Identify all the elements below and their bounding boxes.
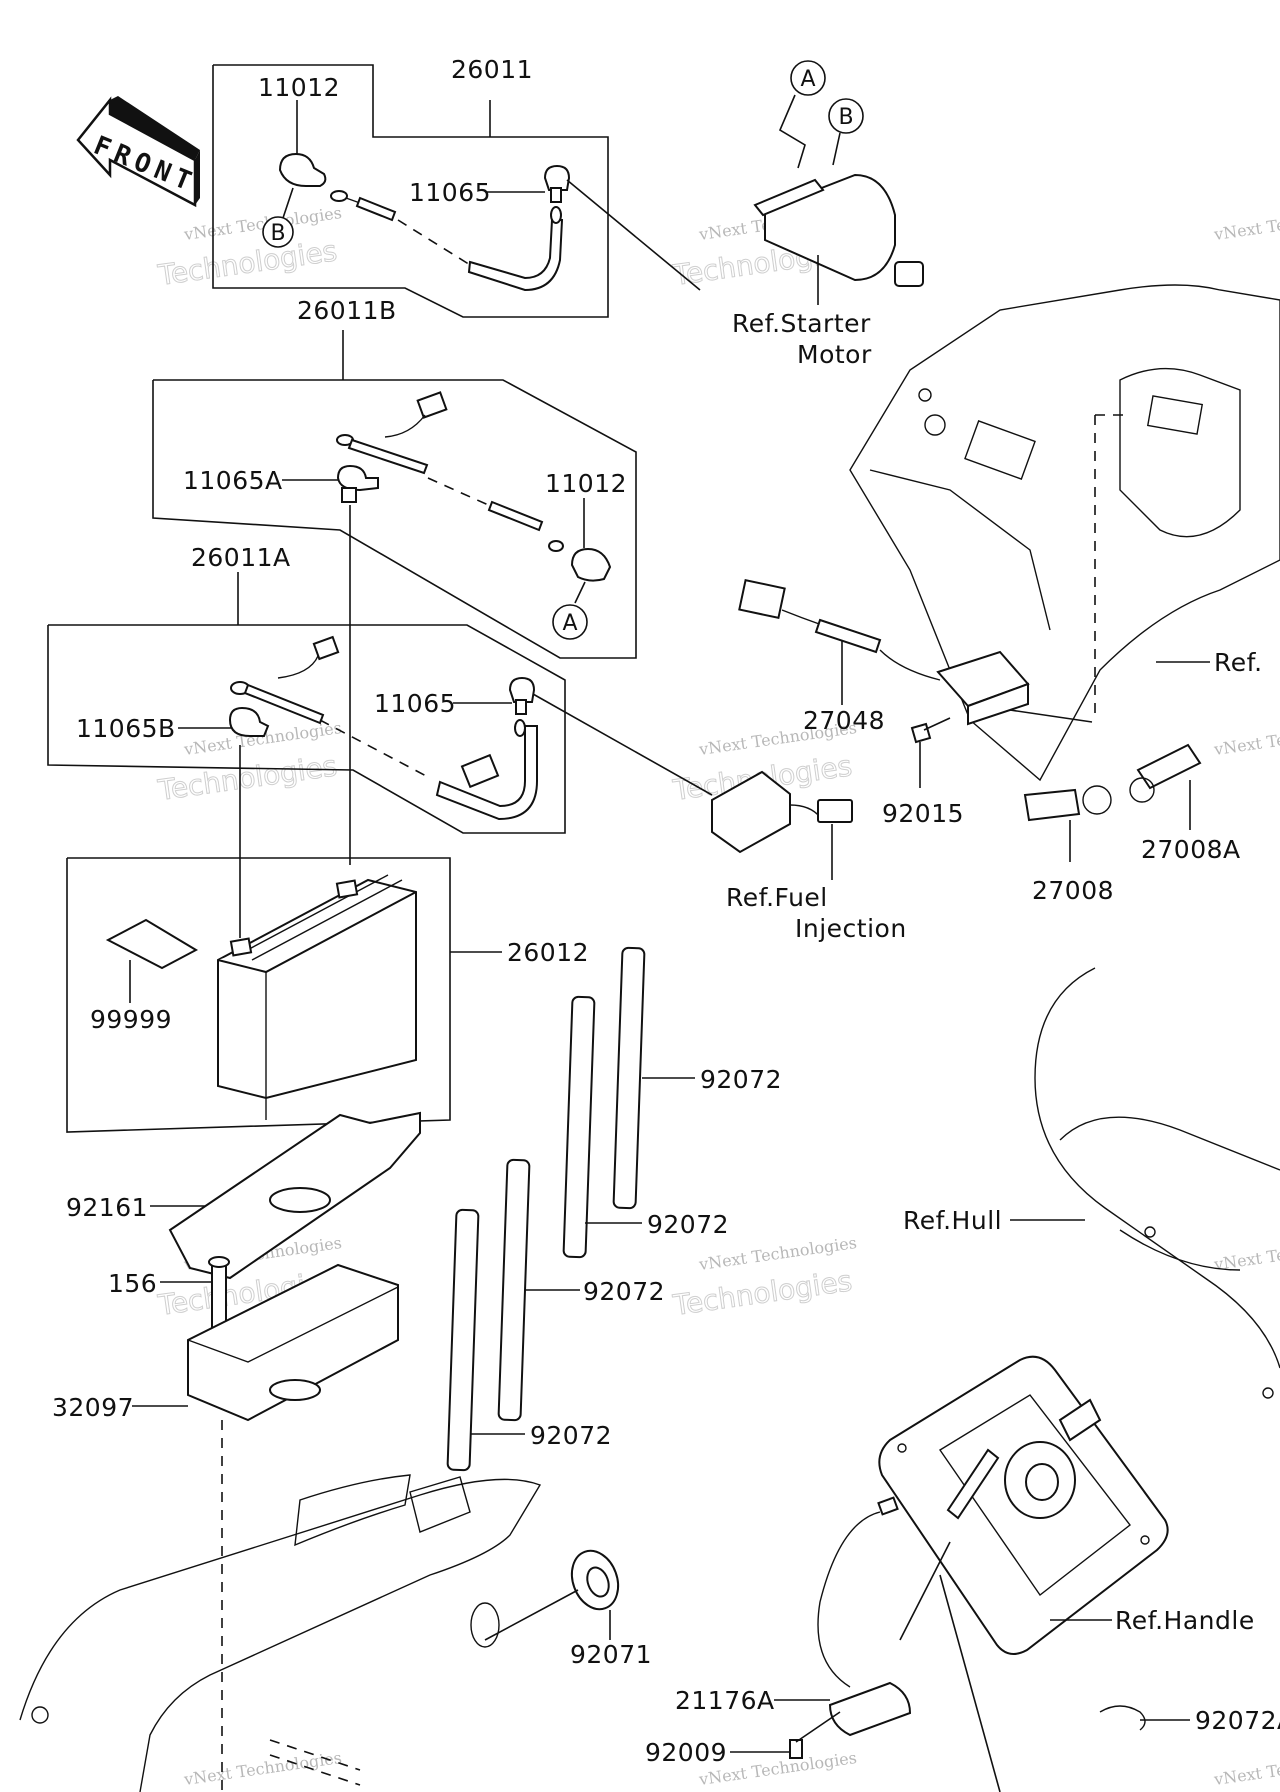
watermark: Technologies [155,749,339,807]
part-label: 92161 [66,1193,148,1222]
hull-section-mid-right: Ref.Hull [903,967,1280,1399]
ref-label: Ref.Handle [1115,1606,1255,1635]
part-label: 11065A [183,466,283,495]
keys-group: 27008 27008A [1023,743,1241,905]
callout-a: A [562,611,577,636]
part-label: 92072 [700,1065,782,1094]
front-arrow-icon: FRONT [76,96,201,208]
callout-b: B [838,105,853,130]
part-label: 92072 [530,1421,612,1450]
part-label: 11065 [409,178,491,207]
part-label: 92072 [647,1210,729,1239]
watermark: Technologies [670,1264,854,1322]
part-label: 92072 [583,1277,665,1306]
cable-group-26011A: 26011A 11065B 11065 [47,543,713,938]
part-label: 26011B [297,296,397,325]
part-label: 99999 [90,1005,172,1034]
strap-group-92072: 92072 92072 92072 92072 [446,946,782,1472]
watermark: vNext Technologies [1212,1748,1280,1789]
cable-group-26011B: 26011B 11065A 11012 A [152,296,637,865]
part-label: 11065B [76,714,176,743]
hull-section-top-right: Ref. [849,284,1280,782]
hull-section-bottom-left: 92071 [19,1474,652,1792]
ref-label: Ref.Fuel [726,883,828,912]
part-label: 11012 [545,469,627,498]
starter-motor-group: A B Ref.Starter Motor [732,60,924,369]
watermark: vNext Technologies [1212,1233,1280,1274]
watermark: vNext Technologies [1212,203,1280,244]
battery-group-26012: 26012 99999 [66,857,589,1133]
part-label: 11012 [258,73,340,102]
watermark: vNext Technologies [1212,718,1280,759]
handle-plate-group: Ref.Handle 21176A 92009 [645,1355,1255,1792]
cable-group-26011: 26011 11012 B 11065 [212,55,701,318]
part-label: 92015 [882,799,964,828]
part-label: 27008 [1032,876,1114,905]
part-label: 11065 [374,689,456,718]
harness-27048-group: 27048 92015 [738,578,1093,828]
ref-label: Ref.Starter [732,309,871,338]
part-label: 27008A [1141,835,1241,864]
callout-a: A [800,67,815,92]
part-label: 26011A [191,543,291,572]
watermark: vNext Technologies [182,1748,343,1789]
part-label: 92071 [570,1640,652,1669]
ref-label: Ref.Hull [903,1206,1002,1235]
ref-label: Ref. [1214,648,1263,677]
part-label: 156 [108,1269,157,1298]
battery-tray-group: 92161 156 32097 [52,1111,421,1792]
clip-92072A-group: 92072A [1099,1705,1280,1735]
part-label: 26012 [507,938,589,967]
part-label: 32097 [52,1393,134,1422]
watermark: Technologies [155,234,339,292]
part-label: 92009 [645,1738,727,1767]
callout-b: B [270,221,285,246]
part-label: 21176A [675,1686,775,1715]
part-label: 26011 [451,55,533,84]
part-label: 92072A [1195,1706,1280,1735]
part-label: 27048 [803,706,885,735]
fuel-injection-group: Ref.Fuel Injection [711,770,907,943]
ref-label: Injection [795,914,907,943]
ref-label: Motor [797,340,872,369]
